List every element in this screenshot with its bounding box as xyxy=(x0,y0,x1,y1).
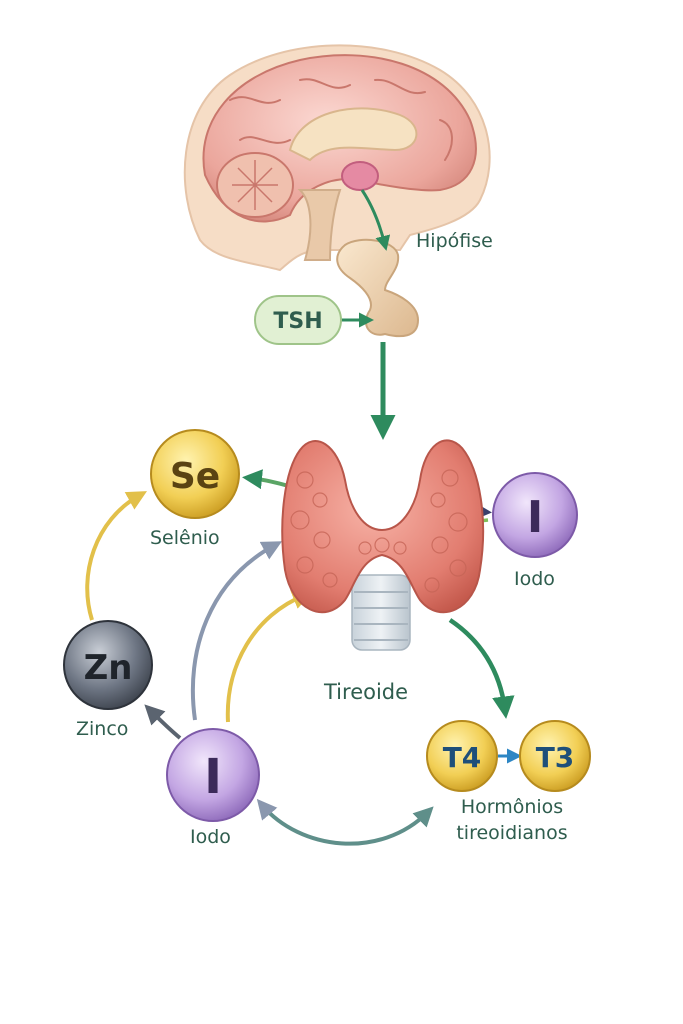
t4-node: T4 xyxy=(426,720,498,792)
trachea xyxy=(351,574,411,651)
hormonios-label-line2: tireoidianos xyxy=(456,822,568,844)
iodo-right-symbol: I xyxy=(527,492,543,543)
arrow-thyroid-to-hormones xyxy=(448,618,515,719)
zinco-symbol: Zn xyxy=(84,648,133,688)
head-brain-illustration xyxy=(183,44,491,272)
t3-node: T3 xyxy=(519,720,591,792)
tsh-label: TSH xyxy=(273,309,322,334)
hipofise-label: Hipófise xyxy=(416,230,493,252)
thyroid-gland xyxy=(281,439,485,614)
tsh-badge: TSH xyxy=(254,295,342,345)
pituitary-gland xyxy=(336,238,420,338)
selenio-label: Selênio xyxy=(150,527,220,549)
selenio-symbol: Se xyxy=(170,456,220,497)
arrow-brain-to-pituitary xyxy=(360,189,391,251)
iodo-right-node: I xyxy=(492,472,578,558)
thyroid-illustration xyxy=(281,439,485,651)
iodo-right-label: Iodo xyxy=(514,568,555,590)
iodo-left-node: I xyxy=(166,728,260,822)
arrow-iodo-hormones-cycle xyxy=(256,798,434,846)
tireoide-label: Tireoide xyxy=(324,680,409,704)
arrow-iodo-left-to-zinco xyxy=(144,704,182,740)
zinco-label: Zinco xyxy=(76,718,129,740)
zinco-node: Zn xyxy=(63,620,153,710)
hormonios-label-line1: Hormônios xyxy=(460,796,564,818)
selenio-node: Se xyxy=(150,429,240,519)
arrow-zinco-to-selenio xyxy=(85,491,147,621)
t3-label: T3 xyxy=(536,741,575,774)
arrow-iodo-left-to-thyroid-slate xyxy=(190,541,283,721)
arrow-iodo-left-to-thyroid-gold xyxy=(225,590,313,723)
t4-label: T4 xyxy=(443,741,482,774)
iodo-left-symbol: I xyxy=(204,749,222,805)
iodo-left-label: Iodo xyxy=(190,826,231,848)
